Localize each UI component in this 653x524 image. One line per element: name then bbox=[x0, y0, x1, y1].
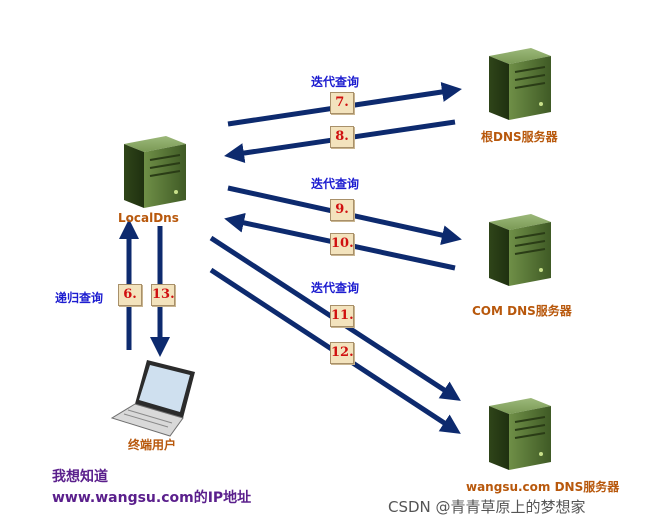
step-badge-8: 8. bbox=[330, 126, 354, 148]
watermark: CSDN @青青草原上的梦想家 bbox=[388, 498, 586, 516]
local-dns-server-icon bbox=[124, 136, 186, 208]
recursive-query-label: 递归查询 bbox=[55, 291, 104, 305]
step-badge-11: 11. bbox=[330, 305, 354, 327]
step-badge-9: 9. bbox=[330, 199, 354, 221]
note-line-1: 我想知道 bbox=[52, 469, 108, 485]
step-badge-13: 13. bbox=[151, 284, 175, 306]
note-line-2: www.wangsu.com的IP地址 bbox=[52, 490, 252, 506]
root-dns-server-icon bbox=[489, 48, 551, 120]
wangsu-dns-server-icon bbox=[489, 398, 551, 470]
local-dns-label: LocalDns bbox=[118, 211, 179, 225]
laptop-icon bbox=[110, 360, 195, 437]
root-dns-label: 根DNS服务器 bbox=[481, 130, 558, 144]
step-badge-7: 7. bbox=[330, 92, 354, 114]
iterative-query-label-3: 迭代查询 bbox=[311, 281, 360, 295]
step-badge-10: 10. bbox=[330, 233, 354, 255]
iterative-query-label-2: 迭代查询 bbox=[311, 177, 360, 191]
client-label: 终端用户 bbox=[128, 438, 177, 452]
com-dns-label: COM DNS服务器 bbox=[472, 304, 572, 318]
step-badge-6: 6. bbox=[118, 284, 142, 306]
step-badge-12: 12. bbox=[330, 342, 354, 364]
com-dns-server-icon bbox=[489, 214, 551, 286]
wangsu-dns-label: wangsu.com DNS服务器 bbox=[466, 480, 620, 494]
iterative-query-label-1: 迭代查询 bbox=[311, 75, 360, 89]
